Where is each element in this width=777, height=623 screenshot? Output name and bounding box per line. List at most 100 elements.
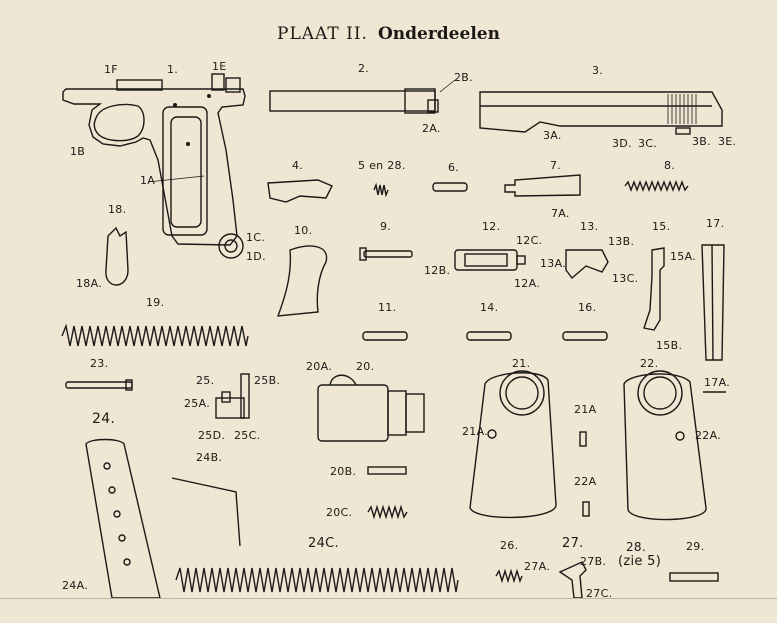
label-25: 25.: [196, 374, 215, 387]
label-7: 7.: [550, 159, 562, 172]
label-27B: 27B.: [580, 555, 607, 568]
label-11: 11.: [378, 301, 397, 314]
label-21: 21.: [512, 357, 531, 370]
label-22A: 22A.: [695, 429, 722, 442]
label-28: 28.: [626, 540, 646, 554]
label-17A: 17A.: [704, 376, 731, 389]
label-24C: 24C.: [308, 536, 339, 551]
label-21A-small: 21A: [574, 403, 597, 416]
label-25B: 25B.: [254, 374, 281, 387]
label-25D: 25D.: [198, 429, 226, 442]
part-20: [317, 374, 425, 442]
label-3E: 3E.: [718, 135, 737, 148]
label-2: 2.: [358, 62, 370, 75]
label-3B: 3B.: [692, 135, 711, 148]
part-29: [669, 572, 719, 582]
plate-number: PLAAT II.: [277, 24, 368, 44]
part-13: [565, 249, 609, 280]
part-8-spring: [624, 180, 689, 192]
part-7: [504, 174, 581, 197]
part-27: [558, 561, 587, 599]
label-15: 15.: [652, 220, 671, 233]
label-1C: 1C.: [246, 231, 266, 244]
label-1A: 1A: [140, 174, 156, 187]
label-12C: 12C.: [516, 234, 543, 247]
part-21-grip: [469, 370, 557, 519]
label-20A: 20A.: [306, 360, 333, 373]
label-29: 29.: [686, 540, 705, 553]
part-14: [466, 331, 512, 341]
part-12: [454, 249, 526, 271]
label-24B: 24B.: [196, 451, 223, 464]
plate-title: PLAAT II. Onderdeelen: [0, 24, 777, 44]
label-7A: 7A.: [551, 207, 570, 220]
label-3D: 3D.: [612, 137, 632, 150]
label-25A: 25A.: [184, 397, 211, 410]
label-20: 20.: [356, 360, 375, 373]
label-20B: 20B.: [330, 465, 357, 478]
label-13B: 13B.: [608, 235, 635, 248]
label-3: 3.: [592, 64, 604, 77]
label-1B: 1B: [70, 145, 86, 158]
label-24A: 24A.: [62, 579, 89, 592]
label-6: 6.: [448, 161, 460, 174]
label-27: 27.: [562, 536, 584, 551]
part-22-grip: [623, 370, 707, 521]
label-10: 10.: [294, 224, 313, 237]
label-14: 14.: [480, 301, 499, 314]
part-3-slide: [479, 91, 723, 135]
label-17: 17.: [706, 217, 725, 230]
label-15B: 15B.: [656, 339, 683, 352]
part-25: [215, 373, 250, 419]
label-20C: 20C.: [326, 506, 353, 519]
part-23: [65, 379, 133, 391]
part-24B: [171, 477, 241, 547]
part-6: [432, 182, 468, 192]
label-26: 26.: [500, 539, 519, 552]
part-21A: [579, 431, 587, 447]
part-1-frame: [62, 73, 246, 259]
label-16: 16.: [578, 301, 597, 314]
part-4: [267, 179, 333, 203]
plate-edge: [0, 598, 777, 599]
label-3C: 3C.: [638, 137, 658, 150]
part-26-spring: [495, 568, 523, 584]
label-27A: 27A.: [524, 560, 551, 573]
part-20B: [367, 466, 407, 475]
label-1D: 1D.: [246, 250, 266, 263]
label-2B: 2B.: [454, 71, 473, 84]
part-20C-spring: [367, 504, 408, 520]
label-15A: 15A.: [670, 250, 697, 263]
part-15: [643, 247, 665, 331]
label-21A: 21A.: [462, 425, 489, 438]
label-13C: 13C.: [612, 272, 639, 285]
part-2-barrel: [269, 79, 456, 114]
label-1F: 1F: [104, 63, 118, 76]
label-23: 23.: [90, 357, 109, 370]
part-16: [562, 331, 608, 341]
label-28-zie-5: (zie 5): [618, 554, 662, 569]
label-18: 18.: [108, 203, 127, 216]
label-9: 9.: [380, 220, 392, 233]
label-27C: 27C.: [586, 587, 613, 600]
part-22A: [582, 501, 590, 517]
part-11: [362, 331, 408, 341]
plate-subtitle: Onderdeelen: [377, 24, 500, 44]
part-17: [701, 244, 726, 393]
label-12: 12.: [482, 220, 501, 233]
label-5-en-28: 5 en 28.: [358, 159, 406, 172]
label-12B: 12B.: [424, 264, 451, 277]
label-12A: 12A.: [514, 277, 541, 290]
part-24-magazine: [85, 438, 161, 599]
label-22A-small: 22A: [574, 475, 597, 488]
part-9-pin: [359, 247, 413, 261]
label-22: 22.: [640, 357, 659, 370]
label-4: 4.: [292, 159, 304, 172]
label-8: 8.: [664, 159, 676, 172]
part-24C-spring: [175, 567, 459, 593]
label-1: 1.: [167, 63, 179, 76]
part-19-spring: [61, 323, 249, 347]
part-5-spring: [373, 182, 389, 198]
